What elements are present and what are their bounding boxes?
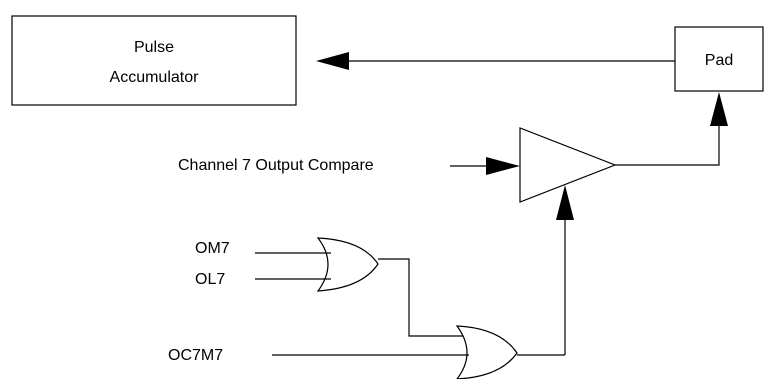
om7-label: OM7 <box>195 240 230 257</box>
channel7-input: Channel 7 Output Compare <box>178 157 520 175</box>
arrow-into-buffer-data <box>486 157 520 175</box>
or-gate-2-body <box>455 325 518 379</box>
or1-to-or2-wire <box>378 258 469 337</box>
or-gate-2: OC7M7 <box>168 325 565 379</box>
ol7-label: OL7 <box>195 271 225 288</box>
pulse-accumulator-label-line1: Pulse <box>134 39 174 56</box>
pad-to-accumulator-connection <box>316 52 675 70</box>
or-gate-1-body <box>316 237 379 292</box>
or-gate-1: OM7 OL7 <box>195 237 379 292</box>
buffer-to-pad-wire <box>615 112 720 166</box>
arrow-into-buffer-enable <box>556 185 574 220</box>
pad-block: Pad <box>674 26 764 92</box>
arrow-into-accumulator <box>316 52 349 70</box>
pulse-accumulator-box <box>11 15 297 106</box>
buffer-to-pad-connection <box>615 92 728 166</box>
output-buffer-triangle <box>519 127 617 203</box>
enable-connection <box>556 185 574 355</box>
arrow-into-pad <box>710 92 728 126</box>
channel7-output-compare-label: Channel 7 Output Compare <box>178 157 374 174</box>
pulse-accumulator-label-line2: Accumulator <box>110 69 200 86</box>
pad-label: Pad <box>705 52 733 69</box>
pad-box <box>674 26 764 92</box>
pulse-accumulator-block: Pulse Accumulator <box>11 15 297 106</box>
oc7m7-label: OC7M7 <box>168 347 223 364</box>
